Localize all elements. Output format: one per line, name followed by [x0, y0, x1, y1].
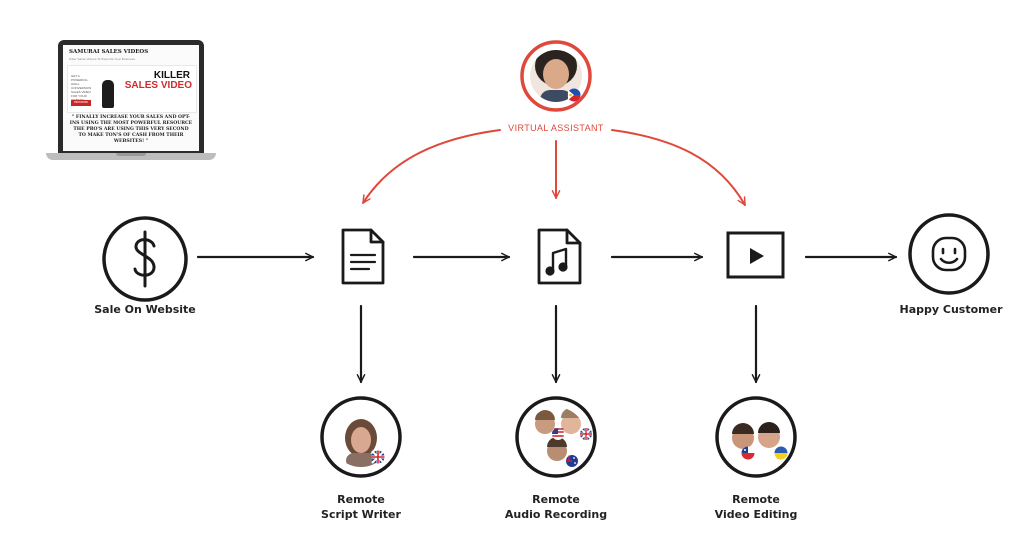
- assistant-arrows: [362, 129, 746, 206]
- music-file-icon: [537, 228, 582, 285]
- uk-flag-icon: [579, 427, 593, 441]
- philippines-flag-icon: [567, 88, 581, 102]
- chile-flag-icon: [741, 446, 755, 460]
- remote-video-editing-line1: Remote: [732, 493, 780, 506]
- remote-video-editing-avatars: [715, 396, 797, 478]
- website-headline-2: SALES VIDEO: [124, 80, 192, 91]
- down-arrows: [356, 304, 761, 384]
- remote-audio-recording-label: Remote Audio Recording: [505, 492, 607, 522]
- remote-video-editing-line2: Video Editing: [714, 508, 798, 521]
- sale-on-website-node: [102, 216, 188, 302]
- website-title: SAMURAI SALES VIDEOS: [69, 49, 149, 55]
- smiley-icon: [931, 236, 967, 272]
- video-play-icon: [726, 231, 785, 279]
- website-hero-text: GET A POWERFUL HIGH-CONVERSION SALES VID…: [71, 74, 92, 102]
- website-subtitle: Killer Sales Videos To Explode Your Busi…: [69, 57, 136, 61]
- website-hero: GET A POWERFUL HIGH-CONVERSION SALES VID…: [67, 65, 197, 113]
- uk-flag-icon: [371, 450, 385, 464]
- happy-customer-node: [908, 213, 990, 295]
- laptop-notch: [116, 153, 146, 156]
- dollar-icon: [133, 230, 156, 288]
- virtual-assistant-avatar: [520, 40, 592, 112]
- laptop-website-mockup: SAMURAI SALES VIDEOS Killer Sales Videos…: [46, 40, 216, 165]
- happy-customer-label: Happy Customer: [899, 303, 1003, 316]
- remote-audio-recording-line1: Remote: [532, 493, 580, 506]
- laptop-screen: SAMURAI SALES VIDEOS Killer Sales Videos…: [58, 40, 204, 154]
- remote-script-writer-line2: Script Writer: [321, 508, 401, 521]
- remote-audio-recording-line2: Audio Recording: [504, 508, 608, 521]
- website-preorder-button: PREORDER: [71, 100, 91, 106]
- remote-video-editing-label: Remote Video Editing: [715, 492, 798, 522]
- remote-script-writer-line1: Remote: [337, 493, 385, 506]
- website-body-text: " FINALLY INCREASE YOUR SALES AND OPT-IN…: [69, 115, 193, 144]
- remote-script-writer-label: Remote Script Writer: [321, 492, 401, 522]
- us-flag-icon: [552, 428, 564, 440]
- ukraine-flag-icon: [774, 446, 788, 460]
- laptop-base: [46, 153, 216, 160]
- ninja-figure-icon: [102, 80, 114, 108]
- virtual-assistant-label: VIRTUAL ASSISTANT: [508, 123, 604, 133]
- website-preview: SAMURAI SALES VIDEOS Killer Sales Videos…: [63, 45, 199, 151]
- website-headline-1: KILLER: [153, 70, 190, 81]
- remote-audio-recording-avatars: [515, 396, 597, 478]
- remote-script-writer-avatar: [320, 396, 402, 478]
- document-icon: [341, 228, 385, 285]
- australia-flag-icon: [566, 455, 578, 467]
- sale-on-website-label: Sale On Website: [94, 303, 196, 316]
